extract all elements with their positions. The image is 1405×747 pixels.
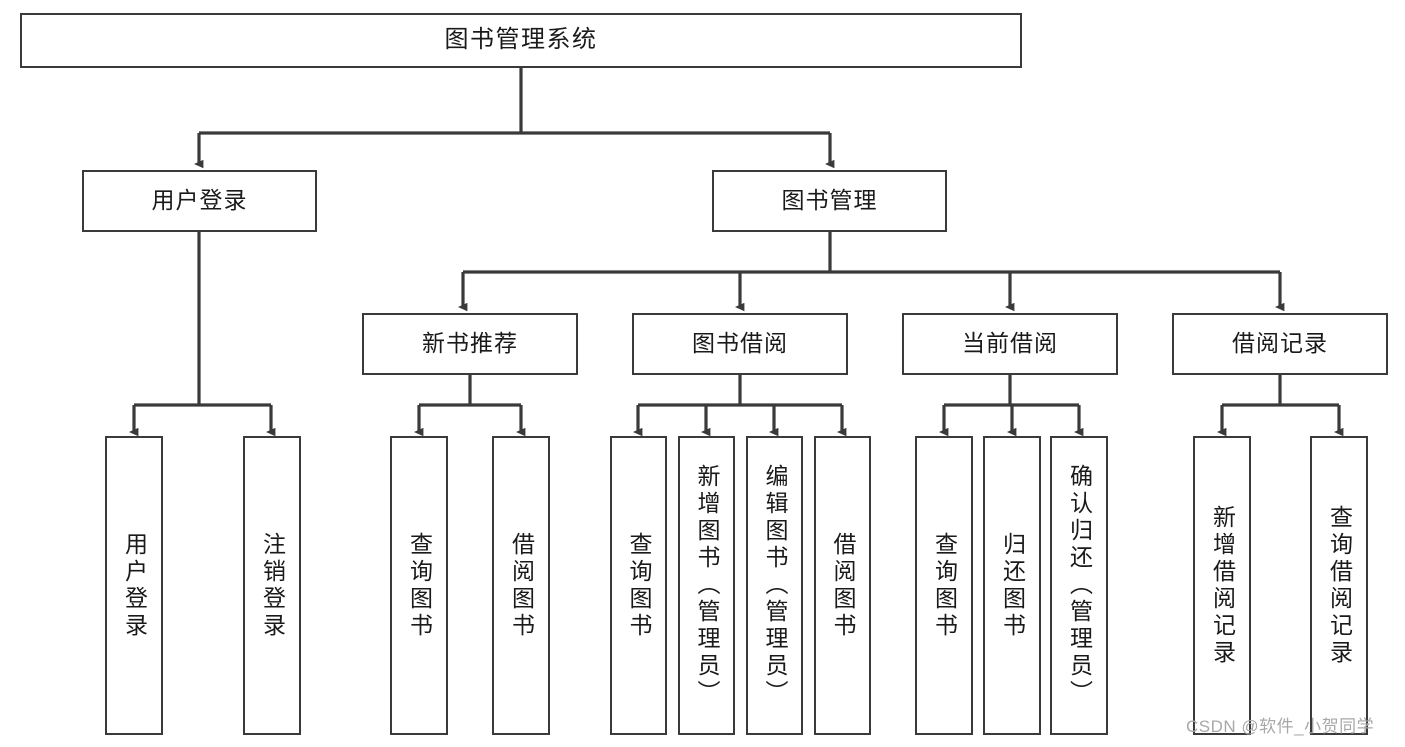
- leaf-confirm-return-admin[interactable]: 确认归还（管理员）: [1050, 436, 1108, 735]
- node-label: 查询借阅记录: [1326, 504, 1353, 667]
- leaf-add-book-admin[interactable]: 新增图书（管理员）: [678, 436, 735, 735]
- leaf-return-book[interactable]: 归还图书: [983, 436, 1041, 735]
- node-label: 借阅记录: [1232, 330, 1328, 357]
- node-book-management[interactable]: 图书管理: [712, 170, 947, 232]
- node-label: 确认归还（管理员）: [1066, 464, 1093, 707]
- watermark-csdn: CSDN @软件_小贺同学: [1186, 717, 1375, 736]
- node-label: 查询图书: [626, 531, 652, 640]
- node-label: 归还图书: [999, 531, 1026, 640]
- node-borrow-record[interactable]: 借阅记录: [1172, 313, 1388, 375]
- node-root-book-management-system[interactable]: 图书管理系统: [20, 13, 1022, 68]
- leaf-query-book-borrow[interactable]: 查询图书: [610, 436, 667, 735]
- leaf-logout-login[interactable]: 注销登录: [243, 436, 301, 735]
- leaf-edit-book-admin[interactable]: 编辑图书（管理员）: [746, 436, 803, 735]
- node-label: 借阅图书: [830, 531, 856, 640]
- node-label: 当前借阅: [962, 330, 1058, 357]
- node-label: 用户登录: [151, 187, 248, 214]
- node-label: 新增图书（管理员）: [694, 464, 720, 707]
- leaf-query-book-current[interactable]: 查询图书: [915, 436, 973, 735]
- node-label: 新增借阅记录: [1209, 504, 1236, 667]
- node-label: 图书借阅: [692, 330, 788, 357]
- node-label: 查询图书: [931, 531, 958, 640]
- node-label: 用户登录: [121, 531, 148, 640]
- node-label: 注销登录: [259, 531, 286, 640]
- node-user-login[interactable]: 用户登录: [82, 170, 317, 232]
- leaf-add-borrow-record[interactable]: 新增借阅记录: [1193, 436, 1251, 735]
- node-book-borrow[interactable]: 图书借阅: [632, 313, 848, 375]
- node-label: 图书管理系统: [444, 26, 598, 54]
- node-current-borrow[interactable]: 当前借阅: [902, 313, 1118, 375]
- leaf-user-login[interactable]: 用户登录: [105, 436, 163, 735]
- leaf-query-borrow-record[interactable]: 查询借阅记录: [1310, 436, 1368, 735]
- node-label: 新书推荐: [422, 330, 518, 357]
- leaf-borrow-book-recommend[interactable]: 借阅图书: [492, 436, 550, 735]
- node-label: 图书管理: [781, 187, 878, 214]
- node-label: 编辑图书（管理员）: [762, 464, 788, 707]
- node-label: 借阅图书: [508, 531, 535, 640]
- leaf-query-book-recommend[interactable]: 查询图书: [390, 436, 448, 735]
- node-label: 查询图书: [406, 531, 433, 640]
- leaf-borrow-book[interactable]: 借阅图书: [814, 436, 871, 735]
- node-new-book-recommend[interactable]: 新书推荐: [362, 313, 578, 375]
